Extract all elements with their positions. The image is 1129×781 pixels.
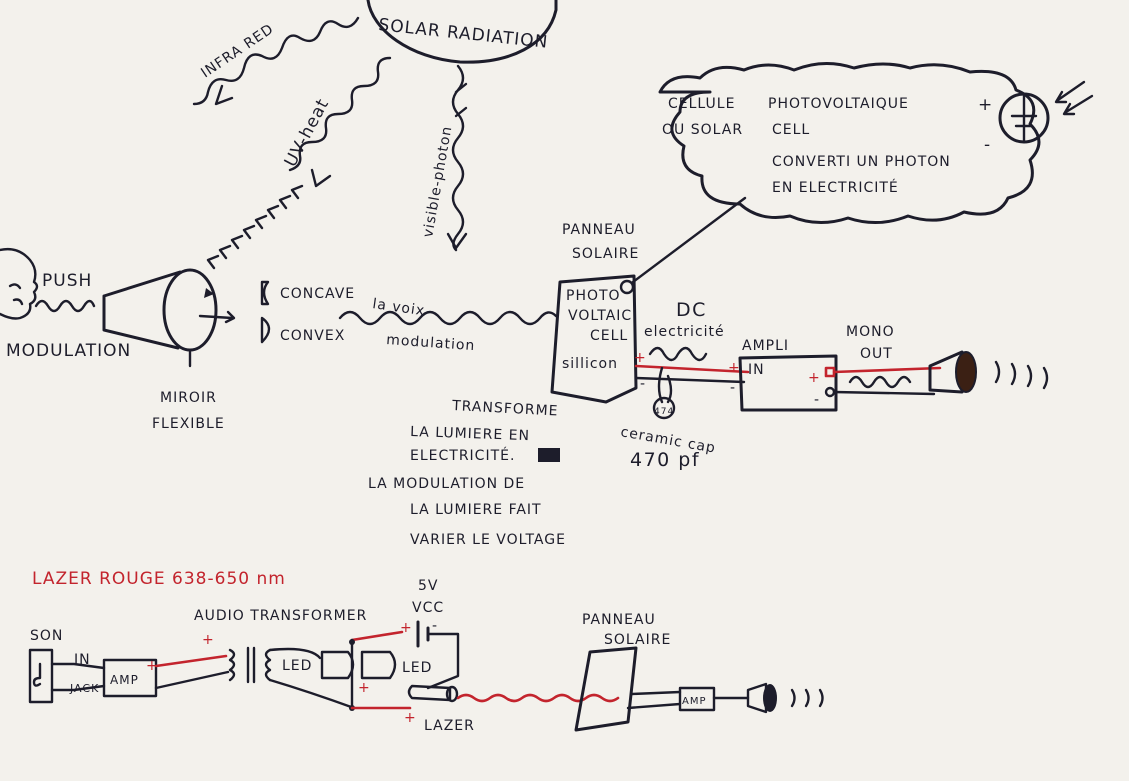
vcc-plus: +: [400, 620, 413, 636]
led-plus: +: [358, 680, 371, 696]
amp1-label: AMP: [110, 673, 139, 687]
transformer-label: AUDIO TRANSFORMER: [194, 608, 367, 624]
solar-radiation-node: SOLAR RADIATION: [366, 0, 558, 64]
vcc-minus: -: [432, 618, 438, 634]
bubble-line1b: PHOTOVOLTAIQUE: [768, 96, 909, 112]
laser-title: LAZER ROUGE 638-650 nm: [32, 569, 286, 589]
vcc-battery: 5V VCC + -: [400, 578, 460, 690]
panel-title-1: PANNEAU: [562, 222, 636, 238]
note-2: LA LUMIERE EN: [410, 424, 530, 444]
mono-title-1: MONO: [846, 324, 895, 340]
material-label: sillicon: [562, 356, 618, 372]
mono-title-2: OUT: [860, 346, 893, 362]
laser-label: LAZER: [424, 718, 475, 734]
panel-title-2: SOLAIRE: [572, 246, 639, 262]
infrared-ray: INFRA RED: [192, 16, 360, 106]
visible-label: visible-photon: [420, 125, 455, 239]
in-label: IN: [74, 652, 91, 668]
ampli-plus-out: +: [808, 370, 821, 386]
bubble-pointer: [631, 196, 747, 284]
mirror-label-2: FLEXIBLE: [152, 416, 225, 432]
scribble: [538, 448, 560, 462]
solar-panel: PANNEAU SOLAIRE PHOTO VOLTAIC CELL silli…: [550, 222, 639, 404]
infrared-label: INFRA RED: [198, 21, 277, 81]
note-1: TRANSFORME: [451, 398, 559, 420]
vcc-label-2: VCC: [412, 600, 444, 616]
bubble-line3: CONVERTI UN PHOTON: [772, 154, 951, 170]
bubble-line2b: CELL: [772, 122, 810, 138]
amp2-label: AMP: [682, 696, 707, 707]
ampli-plus-in: +: [728, 360, 741, 376]
notes: TRANSFORME LA LUMIERE EN ELECTRICITÉ. LA…: [368, 398, 566, 548]
cell-label-2: VOLTAIC: [568, 308, 632, 324]
cap-mark: 474: [654, 407, 674, 417]
dc-minus: -: [640, 376, 646, 392]
cap-value: 470 pf: [630, 449, 700, 471]
note-4: LA MODULATION DE: [368, 476, 525, 492]
laser-diode: + LAZER: [350, 684, 620, 734]
bottom-panel-title-1: PANNEAU: [582, 612, 656, 628]
pv-minus: -: [984, 135, 991, 155]
vcc-label-1: 5V: [418, 578, 438, 594]
note-3: ELECTRICITÉ.: [410, 447, 515, 464]
bubble-line2a: OU SOLAR: [662, 122, 743, 138]
dc-title: DC: [676, 299, 707, 321]
pv-plus: +: [978, 95, 993, 115]
face-sketch: PUSH MODULATION: [0, 247, 131, 361]
voice-label: la voix: [371, 296, 426, 319]
note-5: LA LUMIERE FAIT: [410, 502, 542, 518]
info-bubble: CELLULE PHOTOVOLTAIQUE OU SOLAR CELL CON…: [658, 62, 1094, 224]
led1-label: LED: [282, 658, 312, 674]
bottom-solar-panel: PANNEAU SOLAIRE: [574, 612, 682, 732]
lenses: CONCAVE CONVEX: [260, 280, 355, 344]
dc-circuit: 474 DC electricité + - ceramic cap 470 p…: [619, 299, 750, 471]
bottom-panel-title-2: SOLAIRE: [604, 632, 671, 648]
bubble-line1a: CELLULE: [668, 96, 735, 112]
dc-sub: electricité: [644, 324, 725, 340]
led2-label: LED: [402, 660, 432, 676]
pv-cell-symbol: + -: [978, 80, 1094, 155]
audio-source: SON IN JACK: [28, 628, 106, 704]
uv-ray: UV-heat: [206, 56, 392, 270]
flexible-mirror: MIROIR FLEXIBLE: [102, 268, 236, 432]
concave-label: CONCAVE: [280, 286, 355, 302]
amp-1: AMP +: [102, 654, 230, 698]
mono-out: MONO OUT: [832, 324, 1049, 396]
note-6: VARIER LE VOLTAGE: [410, 532, 566, 548]
bottom-amp-speaker: AMP: [678, 682, 824, 714]
ampli-minus-out: -: [814, 392, 820, 408]
ampli-minus-in: -: [730, 380, 736, 396]
son-label: SON: [30, 628, 63, 644]
jack-label: JACK: [69, 682, 99, 695]
modulation-label: MODULATION: [6, 341, 131, 361]
bubble-line4: EN ELECTRICITÉ: [772, 179, 899, 196]
voice-modulation-label: modulation: [386, 332, 476, 354]
voice-wave: la voix modulation: [338, 296, 558, 354]
transformer-plus: +: [202, 632, 215, 648]
solar-radiation-label: SOLAR RADIATION: [377, 15, 549, 53]
mirror-label-1: MIROIR: [160, 390, 217, 406]
ampli-title: AMPLI: [742, 338, 789, 354]
push-label: PUSH: [42, 271, 92, 291]
audio-transformer: AUDIO TRANSFORMER +: [194, 608, 367, 710]
laser-plus: +: [404, 710, 417, 726]
convex-label: CONVEX: [280, 328, 345, 344]
cell-label-3: CELL: [590, 328, 628, 344]
led-pair: LED LED +: [282, 630, 432, 711]
ampli-in: IN: [748, 362, 765, 378]
dc-plus: +: [634, 350, 647, 366]
cell-label-1: PHOTO: [566, 288, 621, 304]
ampli-box: AMPLI IN + - + -: [728, 338, 838, 412]
visible-ray: visible-photon: [420, 64, 468, 252]
amp1-plus: +: [146, 658, 159, 674]
